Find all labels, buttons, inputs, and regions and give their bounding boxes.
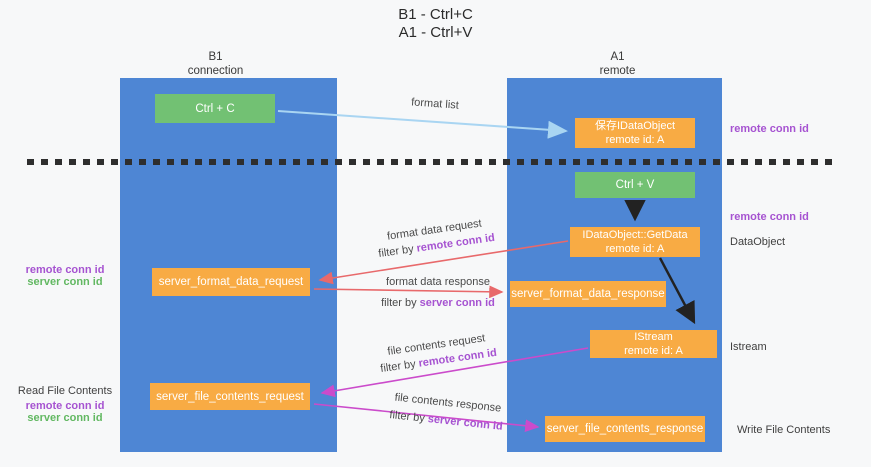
title-line-2: A1 - Ctrl+V (398, 24, 473, 41)
right-column-header: A1 remote (545, 50, 690, 78)
format-data-response-filter: filter by server conn id (368, 297, 508, 309)
server-file-contents-request-box: server_file_contents_request (150, 383, 310, 410)
istream-line1: IStream (634, 330, 673, 343)
right-write-file-contents-label: Write File Contents (737, 424, 831, 436)
server-format-data-response-box: server_format_data_response (510, 281, 666, 307)
save-dataobject-line2: remote id: A (605, 134, 665, 146)
left-remote-conn-id-top-label: remote conn id (25, 264, 105, 276)
filter-by-text: filter by (381, 297, 417, 309)
server-conn-id-text: server conn id (427, 413, 504, 433)
left-column-name: B1 (208, 51, 223, 63)
phase-divider-dashed-line (27, 159, 833, 165)
server-format-data-request-box: server_format_data_request (152, 268, 310, 296)
save-dataobject-line1: 保存IDataObject (594, 119, 676, 132)
right-istream-label: Istream (730, 341, 767, 353)
title-line-1: B1 - Ctrl+C (398, 6, 473, 23)
diagram-title: B1 - Ctrl+C A1 - Ctrl+V (0, 6, 871, 42)
left-remote-conn-id-bottom-label: remote conn id (25, 400, 105, 412)
left-column-header: B1 connection (143, 50, 288, 78)
server-conn-id-text: server conn id (419, 297, 495, 309)
right-dataobject-label: DataObject (730, 236, 786, 248)
format-data-response-text: format data response (386, 276, 490, 288)
ctrl-v-event-box: Ctrl + V (575, 172, 695, 198)
server-file-contents-response-box: server_file_contents_response (545, 416, 705, 442)
right-remote-conn-id-mid-label: remote conn id (730, 211, 809, 223)
left-conn-id-block-top: remote conn id server conn id (15, 264, 115, 288)
format-list-label: format list (410, 96, 460, 112)
save-dataobject-box: 保存IDataObject remote id: A (575, 118, 695, 148)
right-remote-conn-id-top-label: remote conn id (730, 123, 809, 135)
filter-by-text: filter by (379, 358, 417, 376)
left-server-conn-id-bottom-label: server conn id (27, 412, 103, 424)
filter-by-text: filter by (388, 409, 426, 425)
format-data-response-label: format data response filter by server co… (368, 276, 508, 309)
file-contents-request-label: file contents request filter by remote c… (349, 327, 526, 379)
istream-box: IStream remote id: A (590, 330, 717, 358)
left-server-conn-id-top-label: server conn id (27, 276, 103, 288)
left-read-file-contents-label: Read File Contents (17, 385, 113, 397)
left-read-file-block: Read File Contents remote conn id server… (12, 385, 118, 424)
right-column-name: A1 (610, 51, 625, 63)
ctrl-c-event-box: Ctrl + C (155, 94, 275, 123)
left-column-role: connection (187, 65, 244, 77)
getdata-line1: IDataObject::GetData (582, 228, 688, 241)
getdata-box: IDataObject::GetData remote id: A (570, 227, 700, 257)
getdata-line2: remote id: A (605, 243, 665, 255)
filter-by-text: filter by (377, 243, 415, 261)
format-data-request-label: format data request filter by remote con… (347, 212, 524, 264)
right-column-role: remote (599, 65, 636, 77)
istream-line2: remote id: A (624, 345, 683, 357)
